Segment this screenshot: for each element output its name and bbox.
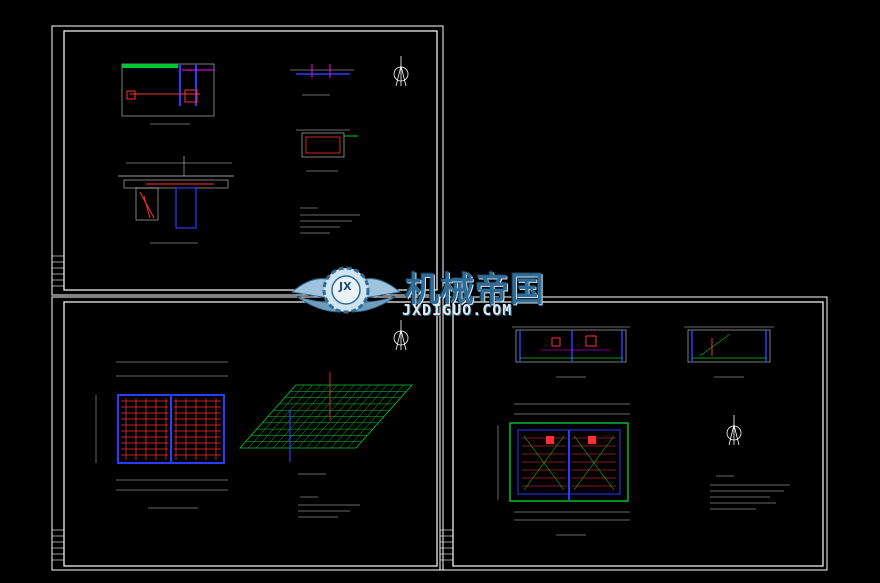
section-view [118, 156, 234, 244]
sheet-1 [51, 25, 444, 296]
notes-block [300, 207, 360, 234]
mesh-isometric [239, 372, 413, 475]
watermark-badge: JX [339, 280, 352, 293]
section-a [512, 326, 630, 378]
notes-block [710, 475, 790, 510]
tank-plan [497, 403, 630, 536]
watermark-logo [290, 266, 402, 314]
watermark-name-en: JXDIGUO.COM [402, 301, 513, 319]
pipe-section [290, 64, 354, 96]
slab-plan [95, 361, 228, 509]
detail-view [296, 129, 358, 172]
title-block-strip [52, 255, 64, 287]
notes-block [298, 496, 360, 518]
north-arrow-icon [393, 56, 409, 87]
north-arrow-icon [726, 415, 742, 446]
sheet-2 [51, 296, 444, 571]
north-arrow-icon [393, 320, 409, 351]
sheet-3 [439, 296, 828, 571]
section-b [684, 326, 774, 378]
watermark-name-cn: 机械帝国 [405, 270, 545, 310]
plan-view [121, 63, 215, 125]
